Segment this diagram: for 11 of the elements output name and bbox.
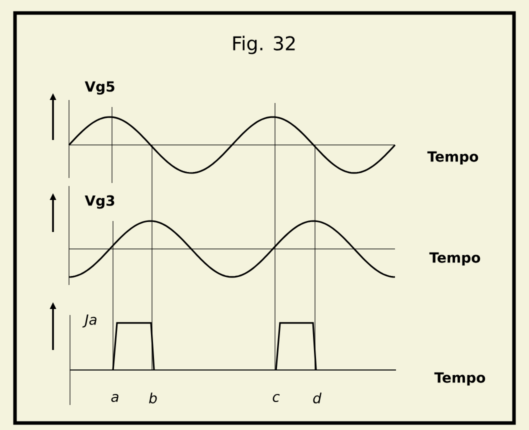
time-label: Tempo	[429, 252, 480, 266]
point-label: b	[149, 392, 157, 404]
axis-label: Ja	[82, 314, 96, 328]
point-label: c	[272, 394, 280, 402]
title: Fig. 32	[233, 36, 295, 54]
point-label: a	[111, 394, 118, 402]
time-label: Tempo	[434, 372, 486, 386]
point-label: d	[313, 392, 322, 404]
axis-label: Vg3	[84, 195, 114, 209]
axis-label: Vg5	[84, 81, 114, 95]
time-label: Tempo	[427, 151, 478, 165]
